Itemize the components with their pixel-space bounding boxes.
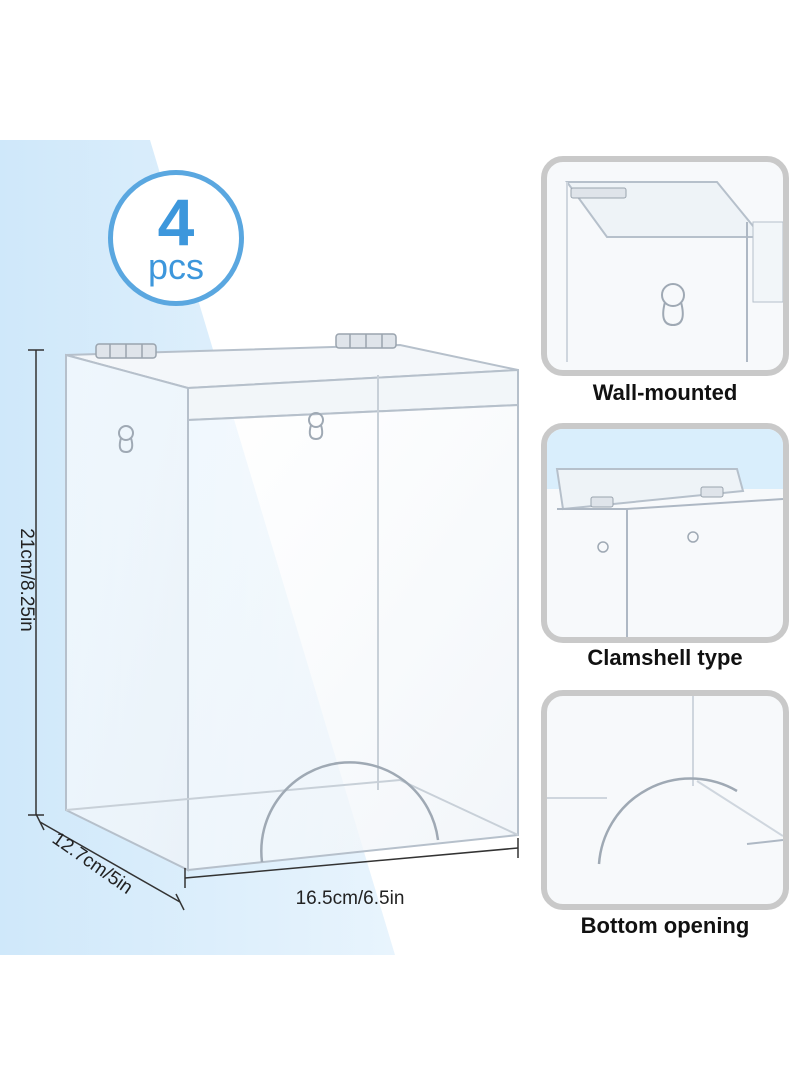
feature-caption-bottom-opening: Bottom opening xyxy=(580,913,750,938)
feature-panel-wall-mounted xyxy=(541,156,789,376)
acrylic-box xyxy=(65,343,519,872)
feature-panel-clamshell xyxy=(541,423,789,643)
hinge-left xyxy=(95,343,157,359)
feature-panel-bottom-opening xyxy=(541,690,789,910)
width-dimension-label: 16.5cm/6.5in xyxy=(295,888,405,909)
quantity-badge: 4 pcs xyxy=(108,170,244,306)
dimension-lines xyxy=(28,349,519,911)
height-dimension-label: 21cm/8.25in xyxy=(16,528,37,632)
feature-caption-wall-mounted: Wall-mounted xyxy=(592,380,738,405)
badge-unit: pcs xyxy=(147,246,205,287)
hinge-right xyxy=(335,333,397,349)
feature-caption-clamshell: Clamshell type xyxy=(587,645,743,670)
badge-count: 4 xyxy=(157,185,195,259)
